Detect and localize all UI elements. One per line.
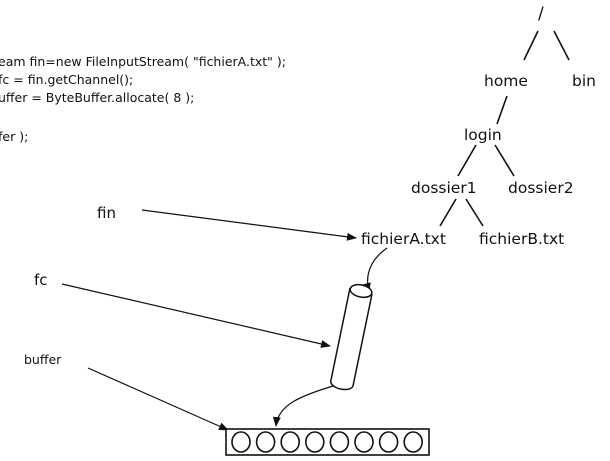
tree-node-home: home bbox=[484, 72, 528, 90]
code-line-1: eam fin=new FileInputStream( "fichierA.t… bbox=[0, 54, 286, 69]
code-line-5: fer ); bbox=[0, 129, 29, 144]
tree-node-dossier1: dossier1 bbox=[411, 179, 477, 197]
code-line-2: fc = fin.getChannel(); bbox=[0, 72, 134, 87]
label-fin: fin bbox=[97, 204, 116, 222]
arrow-buffer bbox=[87, 367, 229, 431]
buffer-cell-2 bbox=[255, 431, 276, 453]
tree-edges bbox=[439, 30, 570, 227]
channel-cylinder bbox=[329, 283, 373, 391]
edge-home-login bbox=[496, 95, 508, 125]
arrow-channel-to-buffer bbox=[272, 385, 334, 427]
edge-root-home bbox=[523, 30, 539, 61]
arrow-file-to-channel bbox=[362, 247, 388, 293]
edge-login-dossier2 bbox=[494, 144, 515, 177]
edge-dossier1-fichierB bbox=[465, 198, 484, 227]
edge-dossier1-fichierA bbox=[439, 198, 457, 227]
label-fc: fc bbox=[34, 271, 48, 289]
tree-node-bin: bin bbox=[572, 72, 596, 90]
buffer-cells bbox=[231, 431, 424, 453]
buffer-cell-4 bbox=[304, 431, 325, 453]
label-buffer: buffer bbox=[24, 352, 62, 367]
arrow-fc bbox=[61, 283, 331, 348]
arrow-fin bbox=[141, 209, 357, 241]
edge-root-bin bbox=[553, 30, 570, 61]
edge-login-dossier1 bbox=[457, 144, 477, 177]
buffer-cell-7 bbox=[378, 431, 399, 453]
tree-node-fichierB: fichierB.txt bbox=[479, 230, 565, 248]
tree-node-login: login bbox=[464, 126, 502, 144]
tree-node-fichierA: fichierA.txt bbox=[361, 230, 446, 248]
buffer-cell-5 bbox=[329, 431, 350, 453]
tree-node-root: / bbox=[538, 4, 544, 24]
buffer-cell-3 bbox=[280, 431, 301, 453]
buffer-cell-6 bbox=[354, 431, 374, 453]
tree-node-dossier2: dossier2 bbox=[508, 179, 574, 197]
buffer-cell-1 bbox=[231, 431, 251, 453]
code-line-3: uffer = ByteBuffer.allocate( 8 ); bbox=[0, 90, 195, 105]
pointer-arrows bbox=[61, 209, 388, 431]
buffer-cell-8 bbox=[403, 431, 424, 453]
